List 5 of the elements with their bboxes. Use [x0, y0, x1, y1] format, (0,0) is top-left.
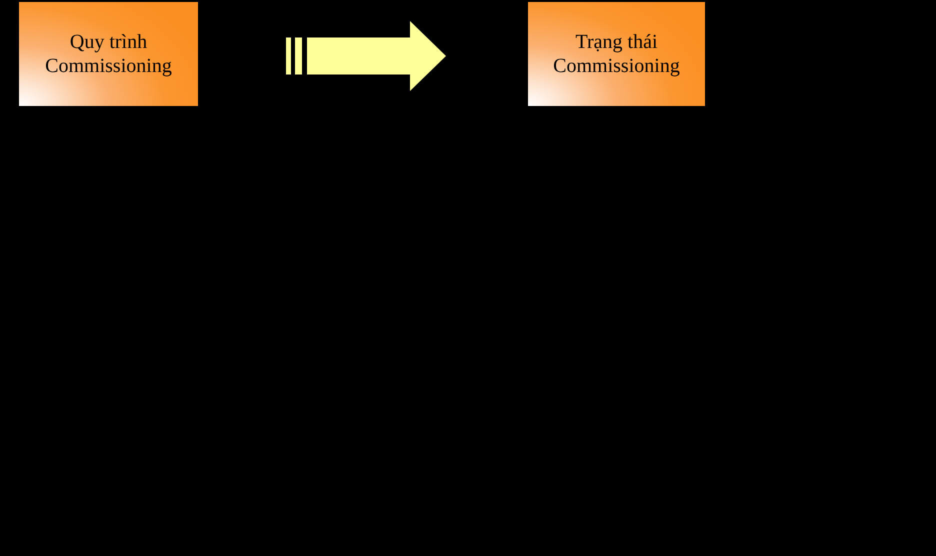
process-box	[19, 2, 198, 106]
box-label: Quy trình Commissioning	[44, 30, 173, 78]
process-box	[528, 2, 705, 106]
box-label: Trạng thái Commissioning	[552, 30, 681, 78]
block-arrow	[286, 21, 446, 91]
